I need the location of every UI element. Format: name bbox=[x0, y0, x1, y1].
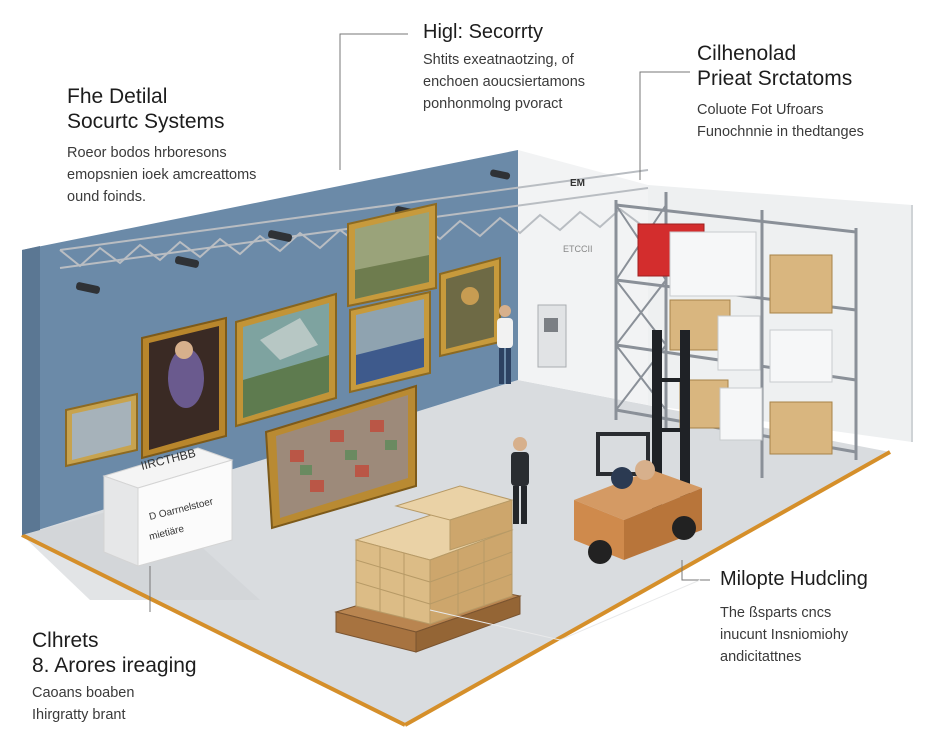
forklift-icon bbox=[574, 330, 702, 564]
callout-handling-title: Milopte Hudcling bbox=[720, 568, 868, 590]
rack-boxes bbox=[637, 223, 833, 455]
callout-private-body-2: Funochnnie in thedtanges bbox=[697, 124, 864, 140]
callout-private-title-2: Prieat Srctatoms bbox=[697, 67, 853, 90]
callout-handling-body-2: inucunt Insniomiohy bbox=[720, 627, 849, 643]
pallet-icon bbox=[334, 485, 522, 653]
floor-trim-left bbox=[21, 533, 406, 727]
callout-detail: Fhe Detilal Socurtc Systems Roeor bodos … bbox=[67, 84, 256, 208]
painting-portrait bbox=[141, 316, 227, 460]
callout-crates: Clhrets 8. Arores ireaging Caoans boaben… bbox=[32, 628, 197, 726]
callout-private-body-1: Coluote Fot Ufroars bbox=[697, 102, 824, 118]
callout-handling: Milopte Hudcling The ßsparts cncs inucun… bbox=[720, 567, 868, 668]
callout-crates-body-2: Ihirgratty brant bbox=[32, 707, 126, 723]
callout-security-title: Higl: Secorrty bbox=[423, 21, 544, 43]
callout-detail-body-1: Roeor bodos hrboresons bbox=[67, 145, 227, 161]
callout-private: Cilhenolad Prieat Srctatoms Coluote Fot … bbox=[697, 41, 864, 143]
callout-crates-title-1: Clhrets bbox=[32, 629, 99, 652]
callout-detail-title-2: Socurtc Systems bbox=[67, 110, 225, 133]
callout-detail-body-3: ound foinds. bbox=[67, 189, 147, 205]
callout-security-body-1: Shtits exeatnaotzing, of bbox=[423, 52, 574, 68]
callout-detail-title-1: Fhe Detilal bbox=[67, 85, 168, 108]
door-keypad bbox=[544, 318, 558, 332]
painting-upper bbox=[347, 202, 437, 308]
callout-security: Higl: Secorrty Shtits exeatnaotzing, of … bbox=[423, 20, 585, 115]
spotlights bbox=[75, 169, 511, 294]
person-icon bbox=[511, 437, 529, 524]
painting-icon bbox=[65, 392, 138, 468]
left-wall-edge bbox=[22, 246, 40, 535]
callout-crates-title-2: 8. Arores ireaging bbox=[32, 654, 197, 677]
callout-crates-body-1: Caoans boaben bbox=[32, 685, 135, 701]
callout-handling-body-3: andicitattnes bbox=[720, 649, 802, 665]
callout-private-title-1: Cilhenolad bbox=[697, 42, 797, 65]
painting-city bbox=[349, 290, 431, 394]
leader-lines bbox=[149, 33, 710, 612]
callout-detail-body-2: emopsnien ioek amcreattoms bbox=[67, 167, 257, 183]
door-panel bbox=[537, 304, 567, 368]
door-sign: ETCCII bbox=[563, 244, 593, 254]
painting-large-leaning bbox=[264, 384, 417, 530]
painting-right bbox=[439, 256, 501, 358]
callout-security-body-3: ponhonmolng pvoract bbox=[423, 96, 563, 112]
wall-sign: EM bbox=[570, 178, 585, 189]
callout-security-body-2: enchoen aoucsiertamons bbox=[423, 74, 586, 90]
painting-landscape bbox=[235, 292, 337, 428]
callout-handling-body-1: The ßsparts cncs bbox=[720, 605, 832, 621]
floor-guide bbox=[429, 579, 701, 641]
floor-trim-right bbox=[404, 450, 891, 727]
person-back-icon bbox=[497, 305, 513, 384]
